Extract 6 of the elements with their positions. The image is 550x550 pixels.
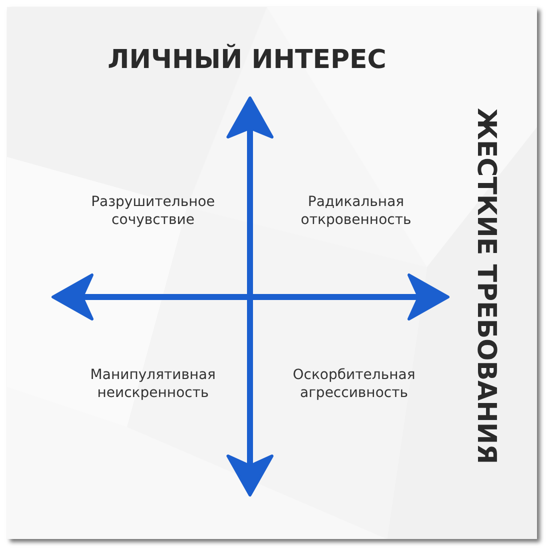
axis-label: ЖЕСТКИЕ ТРЕБОВАНИЯ: [470, 108, 500, 464]
quadrant-label: Радикальная откровенность: [300, 193, 412, 229]
quadrant-label: Манипулятивная неискренность: [90, 366, 216, 402]
axis-label: ЛИЧНЫЙ ИНТЕРЕС: [108, 46, 386, 76]
quadrant-label: Оскорбительная агрессивность: [292, 366, 416, 402]
quadrant-label: Разрушительное сочувствие: [91, 193, 215, 229]
